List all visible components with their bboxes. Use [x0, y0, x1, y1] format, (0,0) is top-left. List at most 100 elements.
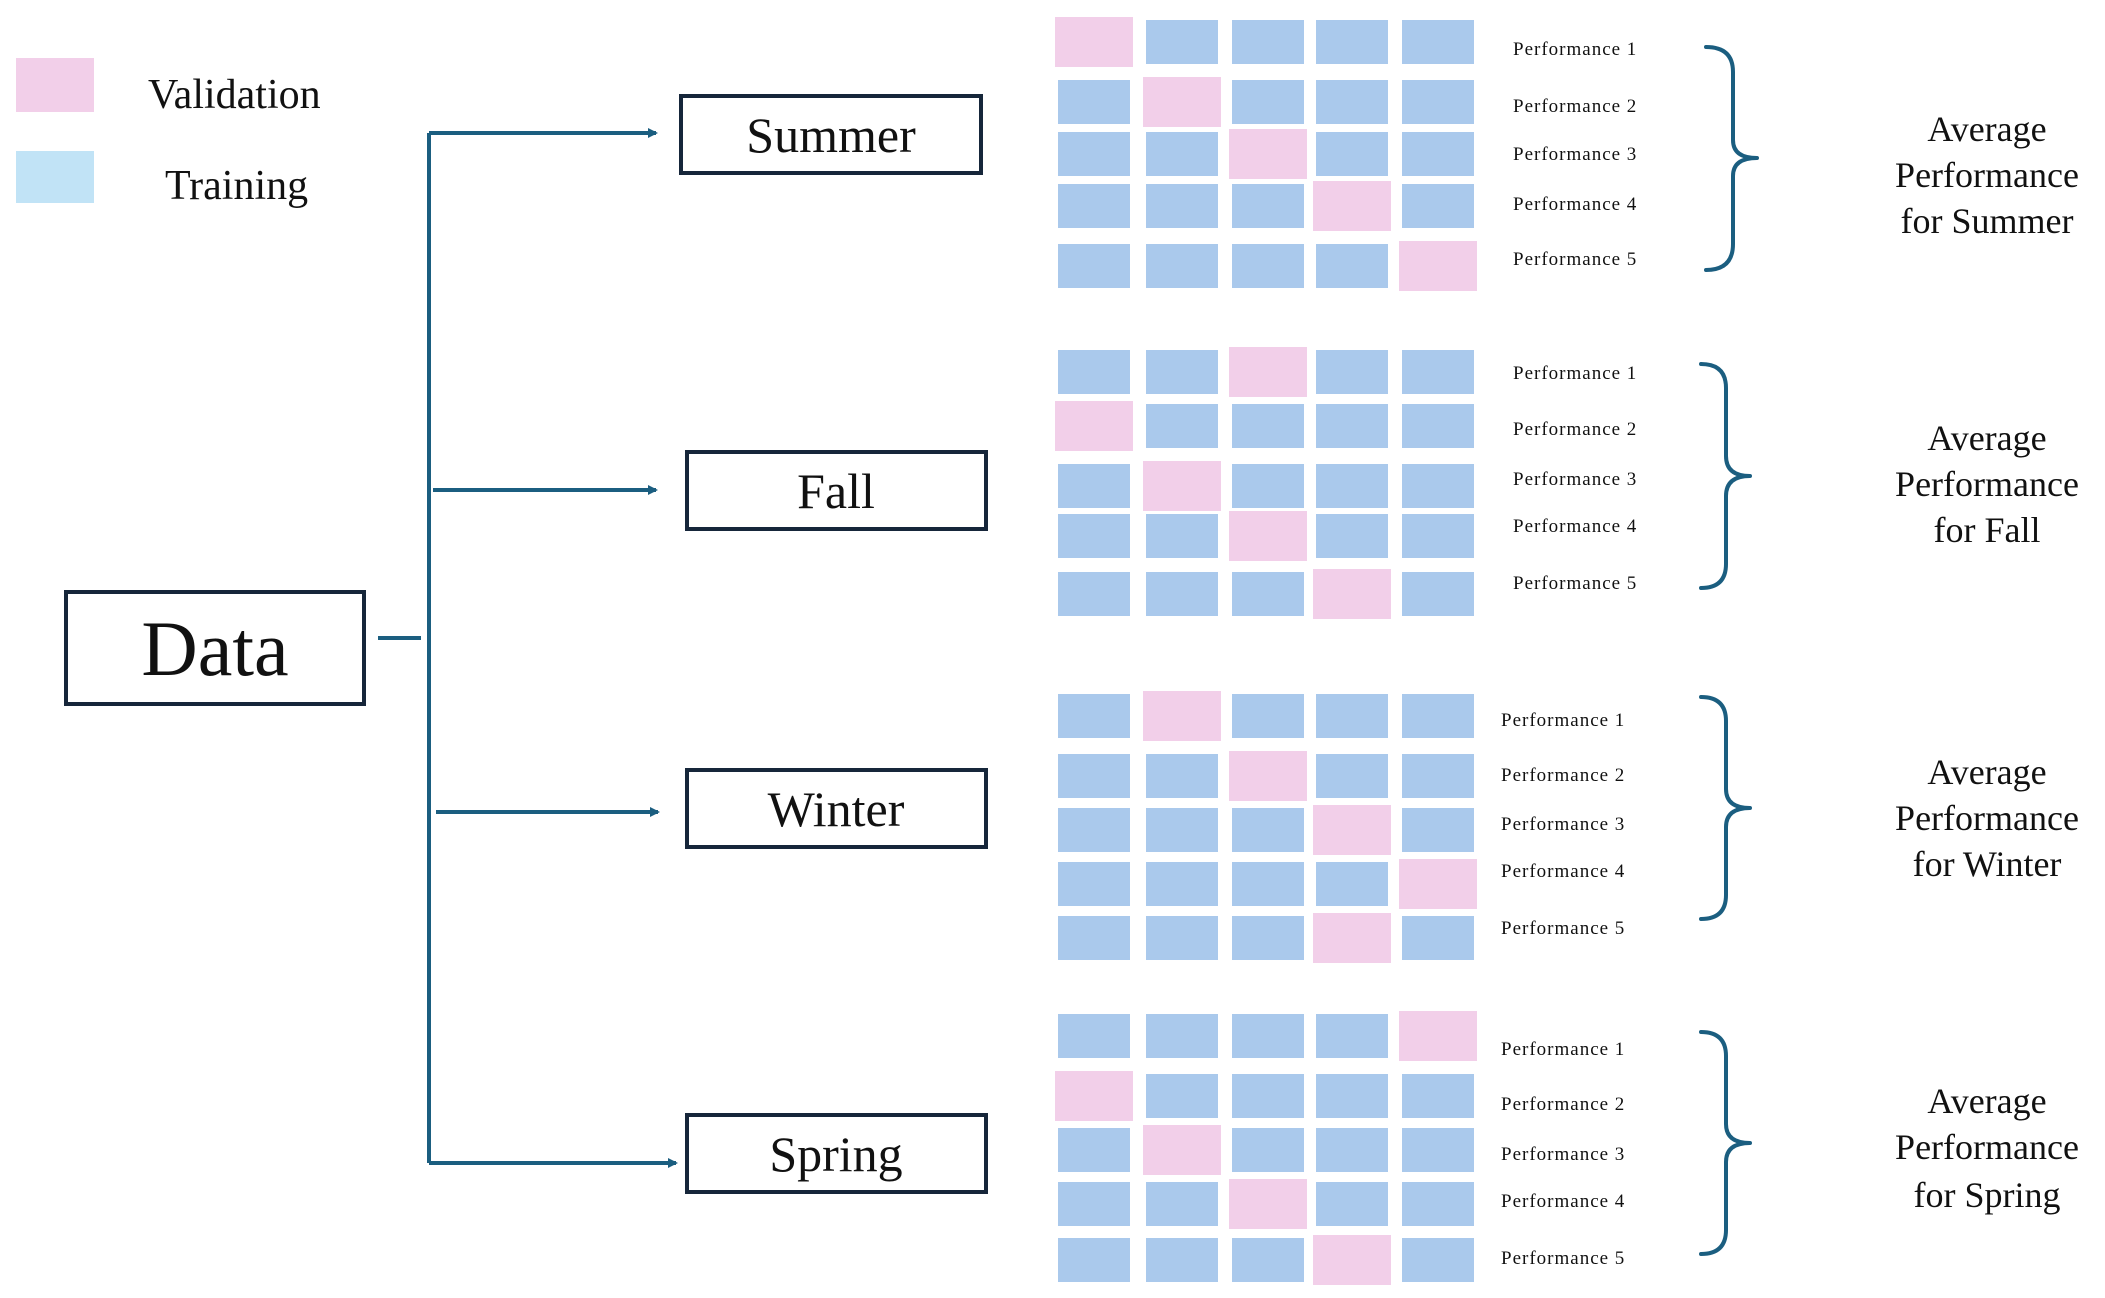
training-fold-cell — [1146, 184, 1218, 228]
training-fold-cell — [1316, 464, 1388, 508]
training-fold-cell — [1402, 1238, 1474, 1282]
performance-label: Performance 4 — [1501, 861, 1625, 882]
training-fold-cell — [1316, 1014, 1388, 1058]
average-line: for Fall — [1934, 510, 2041, 550]
validation-fold-cell — [1143, 77, 1221, 127]
validation-fold-cell — [1229, 511, 1307, 561]
training-fold-cell — [1316, 350, 1388, 394]
training-fold-cell — [1316, 132, 1388, 176]
training-fold-cell — [1058, 916, 1130, 960]
training-fold-cell — [1402, 404, 1474, 448]
training-fold-cell — [1232, 20, 1304, 64]
training-fold-cell — [1402, 1128, 1474, 1172]
average-line: for Summer — [1901, 201, 2074, 241]
validation-fold-cell — [1229, 751, 1307, 801]
training-fold-cell — [1316, 862, 1388, 906]
training-fold-cell — [1146, 808, 1218, 852]
season-label: Fall — [797, 463, 875, 519]
training-fold-cell — [1316, 1074, 1388, 1118]
legend-validation-swatch — [16, 58, 94, 112]
season-box-spring: Spring — [685, 1113, 988, 1194]
performance-label: Performance 4 — [1501, 1191, 1625, 1212]
performance-label: Performance 5 — [1513, 573, 1637, 594]
performance-label: Performance 1 — [1513, 363, 1637, 384]
average-label-winter: Average Performance for Winter — [1895, 752, 2079, 884]
brace-fall — [1699, 362, 1752, 590]
training-fold-cell — [1146, 1182, 1218, 1226]
season-box-winter: Winter — [685, 768, 988, 849]
brace-summer — [1704, 45, 1759, 272]
performance-label: Performance 2 — [1501, 765, 1625, 786]
training-fold-cell — [1146, 754, 1218, 798]
connector-tree — [378, 128, 678, 1168]
training-fold-cell — [1402, 464, 1474, 508]
training-fold-cell — [1316, 20, 1388, 64]
performance-label: Performance 4 — [1513, 516, 1637, 537]
average-line: for Spring — [1914, 1175, 2061, 1215]
fold-grid-fall — [1055, 347, 1474, 619]
performance-label: Performance 1 — [1501, 710, 1625, 731]
performance-labels-fall: Performance 1 Performance 2 Performance … — [1513, 363, 1637, 594]
training-fold-cell — [1058, 184, 1130, 228]
training-fold-cell — [1146, 514, 1218, 558]
legend: Validation Training — [16, 58, 321, 209]
training-fold-cell — [1232, 80, 1304, 124]
performance-label: Performance 1 — [1513, 39, 1637, 60]
training-fold-cell — [1402, 20, 1474, 64]
training-fold-cell — [1146, 1074, 1218, 1118]
validation-fold-cell — [1399, 241, 1477, 291]
validation-fold-cell — [1229, 347, 1307, 397]
average-label-spring: Average Performance for Spring — [1895, 1081, 2079, 1215]
training-fold-cell — [1232, 808, 1304, 852]
performance-label: Performance 1 — [1501, 1039, 1625, 1060]
training-fold-cell — [1146, 572, 1218, 616]
season-box-frame — [679, 94, 983, 175]
training-fold-cell — [1058, 464, 1130, 508]
training-fold-cell — [1316, 694, 1388, 738]
training-fold-cell — [1058, 808, 1130, 852]
validation-fold-cell — [1229, 1179, 1307, 1229]
training-fold-cell — [1402, 1074, 1474, 1118]
brace-spring — [1699, 1030, 1752, 1256]
season-box-summer: Summer — [679, 94, 983, 175]
performance-label: Performance 3 — [1501, 814, 1625, 835]
performance-label: Performance 5 — [1501, 918, 1625, 939]
training-fold-cell — [1232, 1074, 1304, 1118]
data-box — [64, 590, 366, 706]
brace-winter — [1699, 695, 1752, 921]
training-fold-cell — [1058, 80, 1130, 124]
average-line: Performance — [1895, 1127, 2079, 1167]
training-fold-cell — [1146, 1014, 1218, 1058]
validation-fold-cell — [1055, 1071, 1133, 1121]
training-fold-cell — [1146, 20, 1218, 64]
season-box-fall: Fall — [685, 450, 988, 531]
training-fold-cell — [1316, 244, 1388, 288]
validation-fold-cell — [1313, 1235, 1391, 1285]
validation-fold-cell — [1313, 181, 1391, 231]
average-line: Performance — [1895, 798, 2079, 838]
training-fold-cell — [1058, 1014, 1130, 1058]
training-fold-cell — [1316, 754, 1388, 798]
season-box-frame — [685, 450, 988, 531]
validation-fold-cell — [1055, 401, 1133, 451]
training-fold-cell — [1402, 572, 1474, 616]
fold-grid-spring — [1055, 1011, 1477, 1285]
training-fold-cell — [1232, 694, 1304, 738]
training-fold-cell — [1146, 404, 1218, 448]
performance-label: Performance 3 — [1501, 1144, 1625, 1165]
training-fold-cell — [1402, 350, 1474, 394]
average-label-fall: Average Performance for Fall — [1895, 418, 2079, 550]
validation-fold-cell — [1143, 691, 1221, 741]
validation-fold-cell — [1055, 17, 1133, 67]
performance-labels-summer: Performance 1 Performance 2 Performance … — [1513, 39, 1637, 270]
performance-label: Performance 4 — [1513, 194, 1637, 215]
training-fold-cell — [1146, 862, 1218, 906]
training-fold-cell — [1058, 572, 1130, 616]
performance-label: Performance 5 — [1501, 1248, 1625, 1269]
season-label: Winter — [768, 781, 905, 837]
training-fold-cell — [1402, 80, 1474, 124]
legend-training-swatch — [16, 151, 94, 203]
training-fold-cell — [1058, 1238, 1130, 1282]
training-fold-cell — [1402, 694, 1474, 738]
